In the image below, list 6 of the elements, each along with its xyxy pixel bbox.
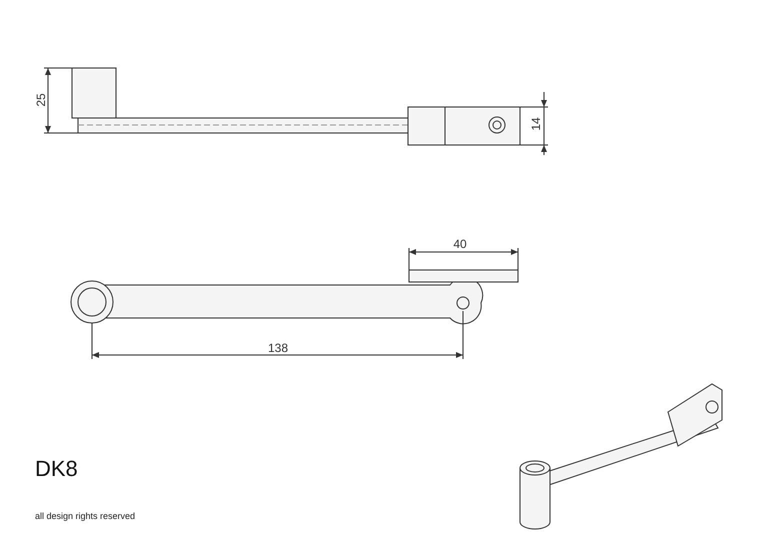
model-code: DK8 xyxy=(35,456,78,482)
dimension-label: 138 xyxy=(268,341,288,355)
dimension-label: 40 xyxy=(453,237,467,251)
dimension-label: 14 xyxy=(529,117,543,131)
dimension-label: 25 xyxy=(34,93,48,107)
rights-note: all design rights reserved xyxy=(35,511,136,521)
